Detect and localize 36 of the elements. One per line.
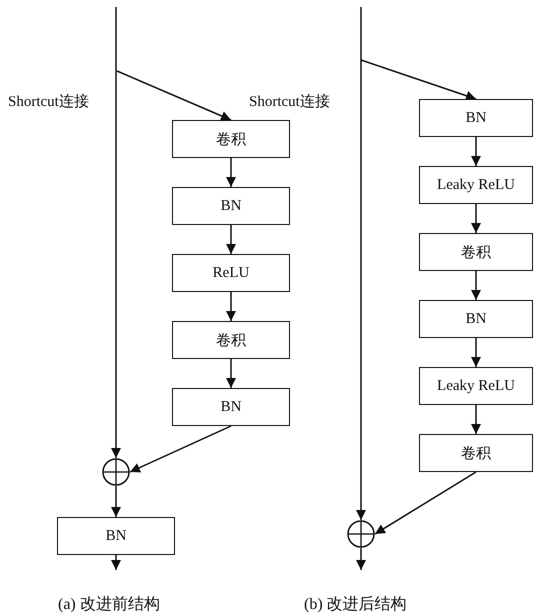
arrow	[111, 7, 121, 458]
arrow	[471, 338, 481, 367]
arrow	[111, 555, 121, 570]
process-box: Leaky ReLU	[419, 367, 533, 405]
arrow	[360, 59, 476, 101]
process-box: 卷积	[419, 434, 533, 472]
arrow	[374, 471, 476, 535]
arrow	[356, 548, 366, 570]
process-box: ReLU	[172, 254, 290, 292]
arrow	[356, 7, 366, 520]
shortcut-label: Shortcut连接	[249, 92, 330, 111]
arrow	[116, 70, 232, 121]
panel-caption: (a) 改进前结构	[58, 594, 160, 615]
arrow	[226, 292, 236, 321]
process-box: BN	[172, 388, 290, 426]
sum-circle	[347, 520, 375, 548]
process-box: 卷积	[172, 120, 290, 158]
panel-caption: (b) 改进后结构	[304, 594, 407, 615]
process-box: BN	[419, 99, 533, 137]
arrow	[226, 359, 236, 388]
arrow	[111, 486, 121, 517]
arrow	[471, 137, 481, 166]
process-box: BN	[172, 187, 290, 225]
arrow	[471, 405, 481, 434]
arrow	[226, 158, 236, 187]
process-box: BN	[57, 517, 175, 555]
process-box: 卷积	[172, 321, 290, 359]
process-box: Leaky ReLU	[419, 166, 533, 204]
sum-circle	[102, 458, 130, 486]
process-box: BN	[419, 300, 533, 338]
arrow	[226, 225, 236, 254]
shortcut-label: Shortcut连接	[8, 92, 89, 111]
arrow	[130, 425, 232, 473]
arrow	[471, 271, 481, 300]
arrow	[471, 204, 481, 233]
process-box: 卷积	[419, 233, 533, 271]
